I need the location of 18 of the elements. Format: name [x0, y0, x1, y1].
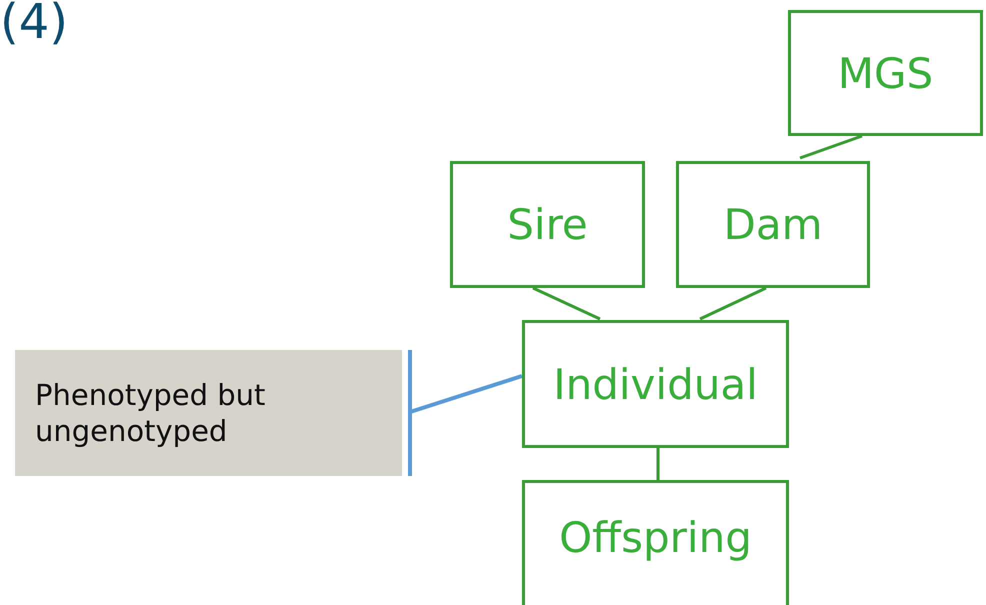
node-label: Phenotyped but ungenotyped — [35, 376, 266, 450]
node-label: Dam — [724, 200, 822, 249]
pedigree-box — [522, 480, 789, 605]
node-label: Offspring — [559, 513, 752, 562]
connector-line — [699, 286, 767, 320]
node-label: MGS — [838, 48, 934, 98]
node-label: Individual — [553, 360, 758, 408]
pedigree-box — [522, 320, 789, 448]
slide-number: (4) — [0, 0, 68, 50]
leader-line — [408, 348, 524, 478]
pedigree-box — [676, 161, 870, 288]
connector-line — [800, 134, 862, 160]
pedigree-box — [450, 161, 645, 288]
connector-line — [532, 286, 601, 320]
node-label: Sire — [507, 200, 588, 249]
callout-box — [15, 350, 402, 476]
connector-line — [656, 448, 660, 480]
pedigree-box — [788, 10, 983, 136]
